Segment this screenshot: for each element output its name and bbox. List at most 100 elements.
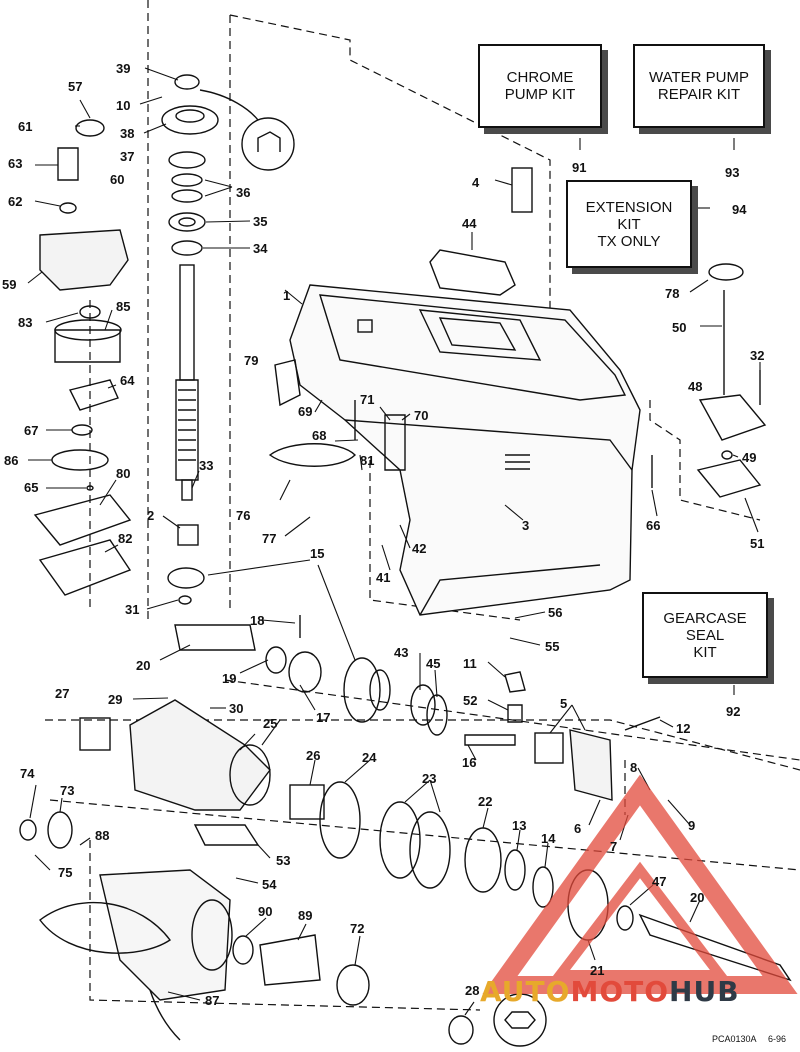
callout-44: 44 bbox=[462, 216, 477, 231]
callout-89: 89 bbox=[298, 908, 312, 923]
chrome-pump-kit-label: CHROME PUMP KIT bbox=[504, 69, 576, 103]
watermark-part-1: AUTO bbox=[480, 975, 571, 1008]
callout-71: 71 bbox=[360, 392, 374, 407]
callout-37: 37 bbox=[120, 149, 134, 164]
callout-59: 59 bbox=[2, 277, 16, 292]
callout-54: 54 bbox=[262, 877, 277, 892]
callout-34: 34 bbox=[253, 241, 268, 256]
callout-64: 64 bbox=[120, 373, 135, 388]
callout-94: 94 bbox=[732, 202, 747, 217]
figure-code: PCA0130A bbox=[712, 1034, 757, 1044]
callout-12: 12 bbox=[676, 721, 690, 736]
pinion-bearing-group bbox=[167, 524, 205, 605]
callout-30: 30 bbox=[229, 701, 243, 716]
extension-kit-box: EXTENSION KIT TX ONLY bbox=[566, 180, 692, 268]
callout-86: 86 bbox=[4, 453, 18, 468]
callout-20: 20 bbox=[136, 658, 150, 673]
callout-24: 24 bbox=[362, 750, 377, 765]
watermark-logo bbox=[482, 774, 798, 994]
gearcase-housing bbox=[289, 284, 641, 616]
callout-19: 19 bbox=[222, 671, 236, 686]
callout-88: 88 bbox=[95, 828, 109, 843]
water-pump-kit-label: WATER PUMP REPAIR KIT bbox=[649, 69, 749, 103]
callout-51: 51 bbox=[750, 536, 764, 551]
callout-55: 55 bbox=[545, 639, 559, 654]
gearcase-seal-kit-box: GEARCASE SEAL KIT bbox=[642, 592, 768, 678]
callout-82: 82 bbox=[118, 531, 132, 546]
water-pump-kit-box: WATER PUMP REPAIR KIT bbox=[633, 44, 765, 128]
callout-70: 70 bbox=[414, 408, 428, 423]
callout-32: 32 bbox=[750, 348, 764, 363]
callout-8: 8 bbox=[630, 760, 637, 775]
callout-85: 85 bbox=[116, 299, 130, 314]
driveshaft bbox=[175, 264, 199, 501]
figure-date: 6-96 bbox=[768, 1034, 787, 1044]
callout-15: 15 bbox=[310, 546, 324, 561]
callout-42: 42 bbox=[412, 541, 426, 556]
callout-83: 83 bbox=[18, 315, 32, 330]
callout-4: 4 bbox=[472, 175, 480, 190]
callout-11: 11 bbox=[463, 656, 477, 671]
callout-45: 45 bbox=[426, 656, 440, 671]
callout-13: 13 bbox=[512, 818, 526, 833]
callout-43: 43 bbox=[394, 645, 408, 660]
callout-66: 66 bbox=[646, 518, 660, 533]
callout-1: 1 bbox=[283, 288, 290, 303]
callout-26: 26 bbox=[306, 748, 320, 763]
leader-lines bbox=[27, 67, 761, 1016]
callout-17: 17 bbox=[316, 710, 330, 725]
callout-63: 63 bbox=[8, 156, 22, 171]
callout-10: 10 bbox=[116, 98, 130, 113]
callout-47: 47 bbox=[652, 874, 666, 889]
callout-16: 16 bbox=[462, 755, 476, 770]
callout-87: 87 bbox=[205, 993, 219, 1008]
callout-77: 77 bbox=[262, 531, 276, 546]
callout-29: 29 bbox=[108, 692, 122, 707]
callout-90: 90 bbox=[258, 904, 272, 919]
watermark-part-2: MOTO bbox=[570, 975, 670, 1008]
water-pump-assembly bbox=[33, 119, 132, 596]
callout-7: 7 bbox=[610, 839, 617, 854]
upper-seal-stack bbox=[161, 74, 219, 256]
callout-39: 39 bbox=[116, 61, 130, 76]
callout-60: 60 bbox=[110, 172, 124, 187]
callout-2: 2 bbox=[147, 508, 154, 523]
chrome-pump-kit-box: CHROME PUMP KIT bbox=[478, 44, 602, 128]
callout-93: 93 bbox=[725, 165, 739, 180]
callout-79: 79 bbox=[244, 353, 258, 368]
callout-50: 50 bbox=[672, 320, 686, 335]
gearcase-seal-kit-label: GEARCASE SEAL KIT bbox=[663, 609, 747, 661]
callout-31: 31 bbox=[125, 602, 139, 617]
callout-53: 53 bbox=[276, 853, 290, 868]
callout-41: 41 bbox=[376, 570, 390, 585]
callout-73: 73 bbox=[60, 783, 74, 798]
callout-81: 81 bbox=[360, 453, 374, 468]
callout-56: 56 bbox=[548, 605, 562, 620]
callout-20b: 20 bbox=[690, 890, 704, 905]
callout-35: 35 bbox=[253, 214, 267, 229]
callout-5: 5 bbox=[560, 696, 567, 711]
callout-92: 92 bbox=[726, 704, 740, 719]
callout-78: 78 bbox=[665, 286, 679, 301]
callout-52: 52 bbox=[463, 693, 477, 708]
callout-14: 14 bbox=[541, 831, 556, 846]
callout-3: 3 bbox=[522, 518, 529, 533]
callout-28: 28 bbox=[465, 983, 479, 998]
callout-49: 49 bbox=[742, 450, 756, 465]
callout-68: 68 bbox=[312, 428, 326, 443]
callout-80: 80 bbox=[116, 466, 130, 481]
right-side-parts bbox=[268, 167, 767, 498]
callout-23: 23 bbox=[422, 771, 436, 786]
callout-36: 36 bbox=[236, 185, 250, 200]
callout-76: 76 bbox=[236, 508, 250, 523]
callout-25: 25 bbox=[263, 716, 277, 731]
bearing-housing-group bbox=[19, 699, 554, 908]
callout-9: 9 bbox=[688, 818, 695, 833]
callout-72: 72 bbox=[350, 921, 364, 936]
dashed-guide-lines bbox=[45, 0, 800, 1011]
callout-69: 69 bbox=[298, 404, 312, 419]
callout-91: 91 bbox=[572, 160, 586, 175]
watermark-text: AUTOMOTOHUB bbox=[480, 975, 740, 1008]
callout-22: 22 bbox=[478, 794, 492, 809]
